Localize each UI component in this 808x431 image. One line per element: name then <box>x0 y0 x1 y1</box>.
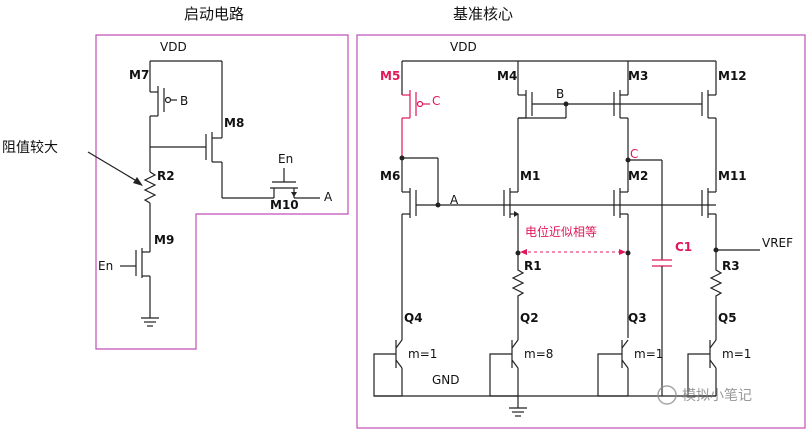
startup-vdd-label: VDD <box>160 40 187 54</box>
q3-m-label: m=1 <box>634 347 663 361</box>
m9-label: M9 <box>154 233 174 247</box>
startup-circuit: VDD M7 B M8 <box>98 40 333 327</box>
node-a-label: A <box>450 193 459 207</box>
core-region-box <box>356 34 806 429</box>
core-ground-symbol <box>509 396 527 417</box>
r2-resistor <box>143 160 157 242</box>
q3-pnp <box>597 339 629 397</box>
vref-label: VREF <box>762 236 793 250</box>
c1-capacitor <box>652 160 672 396</box>
node-a-dot <box>435 202 441 208</box>
m7-pmos <box>149 61 177 160</box>
r1-label: R1 <box>524 259 542 273</box>
watermark: 模拟小笔记 <box>657 385 752 405</box>
m7-gate-label: B <box>180 94 188 108</box>
m9-gate-label: En <box>98 259 113 273</box>
m10-output-label: A <box>324 190 333 204</box>
core-vdd-label: VDD <box>450 40 477 54</box>
q3-label: Q3 <box>628 311 647 325</box>
m1-label: M1 <box>520 169 540 183</box>
m11-nmos <box>701 188 717 262</box>
core-title: 基准核心 <box>453 5 513 23</box>
q4-pnp <box>373 338 403 397</box>
m3-pmos <box>613 61 629 192</box>
m4-label: M4 <box>497 69 517 83</box>
r2-label: R2 <box>157 169 175 183</box>
node-c-dot <box>625 157 631 163</box>
m7-label: M7 <box>129 68 149 82</box>
m11-label: M11 <box>718 169 747 183</box>
core-circuit: VDD M5 C M6 <box>373 40 793 417</box>
m6-label: M6 <box>380 169 400 183</box>
m10-label: M10 <box>270 198 299 212</box>
gnd-label: GND <box>432 373 460 387</box>
node-c-label: C <box>630 147 638 161</box>
annotation-arrow <box>87 151 143 186</box>
m5-gate-label: C <box>432 94 440 108</box>
startup-region-box <box>95 34 349 350</box>
m8-pmos <box>150 61 274 199</box>
m1-nmos <box>503 188 521 262</box>
q5-pnp <box>687 330 717 397</box>
node-b-label: B <box>556 87 564 101</box>
q2-m-label: m=8 <box>524 347 553 361</box>
startup-title: 启动电路 <box>184 5 244 23</box>
large-resistance-note: 阻值较大 <box>2 140 58 156</box>
m8-label: M8 <box>224 116 244 130</box>
q2-pnp <box>489 330 519 397</box>
q2-label: Q2 <box>520 311 539 325</box>
watermark-text: 模拟小笔记 <box>682 388 752 404</box>
q5-m-label: m=1 <box>722 347 751 361</box>
m6-nmos <box>399 155 439 338</box>
m3-label: M3 <box>628 69 648 83</box>
r3-label: R3 <box>722 259 740 273</box>
q5-label: Q5 <box>718 311 737 325</box>
m9-nmos <box>120 242 151 318</box>
m12-pmos <box>701 61 717 192</box>
startup-ground-symbol <box>141 317 159 327</box>
q4-m-label: m=1 <box>408 347 437 361</box>
wechat-icon <box>657 385 677 405</box>
m5-pmos <box>401 61 430 158</box>
m10-nmos <box>270 168 320 199</box>
m2-nmos <box>613 188 631 338</box>
approx-equal-note: 电位近似相等 <box>525 224 597 239</box>
r1-resistor <box>511 262 525 330</box>
r3-resistor <box>709 262 723 330</box>
q4-label: Q4 <box>404 311 423 325</box>
m10-gate-label: En <box>278 152 293 166</box>
m2-label: M2 <box>628 169 648 183</box>
m5-label: M5 <box>380 69 400 83</box>
c1-label: C1 <box>675 240 692 254</box>
m12-label: M12 <box>718 69 747 83</box>
